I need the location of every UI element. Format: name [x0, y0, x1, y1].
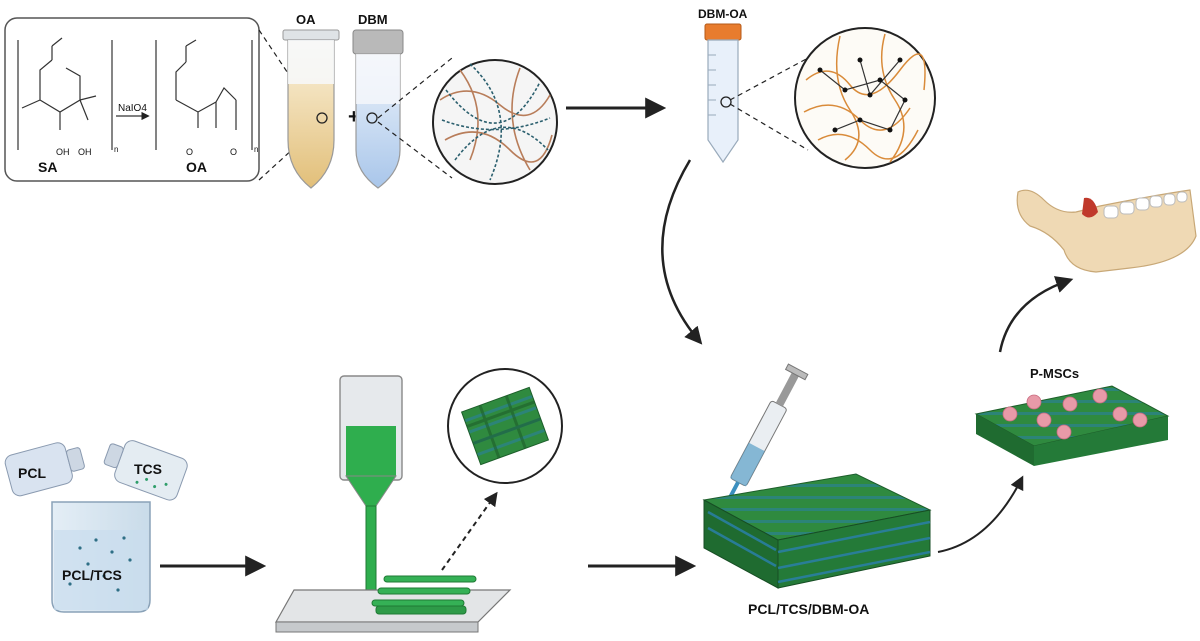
- dbm-tube-label: DBM: [358, 12, 388, 27]
- arrow-to-implant: [998, 276, 1074, 353]
- oh-label-2: OH: [78, 147, 92, 157]
- plus-sign: +: [348, 106, 360, 128]
- tcs-label: TCS: [134, 461, 162, 477]
- lattice-zoom-circle: [447, 368, 563, 484]
- pcl-label: PCL: [18, 465, 46, 481]
- oa-tube-label: OA: [296, 12, 316, 27]
- tcs-vial: [103, 440, 188, 501]
- sa-structure: [17, 37, 113, 150]
- sa-label: SA: [38, 159, 57, 175]
- mandible-illustration: [1016, 189, 1197, 273]
- composite-scaffold: [702, 473, 932, 589]
- n-label-1: n: [114, 145, 118, 154]
- cell-seeded-scaffold: [974, 385, 1170, 466]
- dbm-oa-tube: [704, 23, 742, 164]
- pcl-tcs-label: PCL/TCS: [62, 567, 122, 583]
- pcl-vial: [4, 442, 85, 497]
- dbm-tube: [352, 29, 404, 189]
- zoom-lines-dbm-oa: [729, 57, 809, 151]
- oh-label-1: OH: [56, 147, 70, 157]
- structure-box: SA OA NaIO4 OH OH O O n n: [4, 17, 260, 182]
- oa-structure-label: OA: [186, 159, 207, 175]
- pcl-tcs-beaker: [51, 501, 151, 613]
- bioprinter-nozzle: [339, 375, 403, 607]
- arrow-to-cells: [937, 475, 1024, 553]
- pmscs-label: P-MSCs: [1030, 366, 1079, 381]
- zoom-lines-dbm: [377, 57, 453, 179]
- arrow-to-injection: [661, 159, 703, 345]
- o-label-2: O: [230, 147, 237, 157]
- dbm-fiber-circle: [432, 59, 558, 185]
- oa-structure: [155, 39, 253, 150]
- o-label-1: O: [186, 147, 193, 157]
- oa-tube: [282, 29, 340, 189]
- composite-label: PCL/TCS/DBM-OA: [748, 601, 869, 617]
- reagent-label: NaIO4: [118, 103, 147, 114]
- dbm-oa-label: DBM-OA: [698, 7, 748, 21]
- printed-lattice: [371, 575, 477, 615]
- arrow-to-zoom-lattice: [441, 491, 498, 571]
- n-label-2: n: [254, 145, 258, 154]
- crosslink-network-circle: [794, 27, 936, 169]
